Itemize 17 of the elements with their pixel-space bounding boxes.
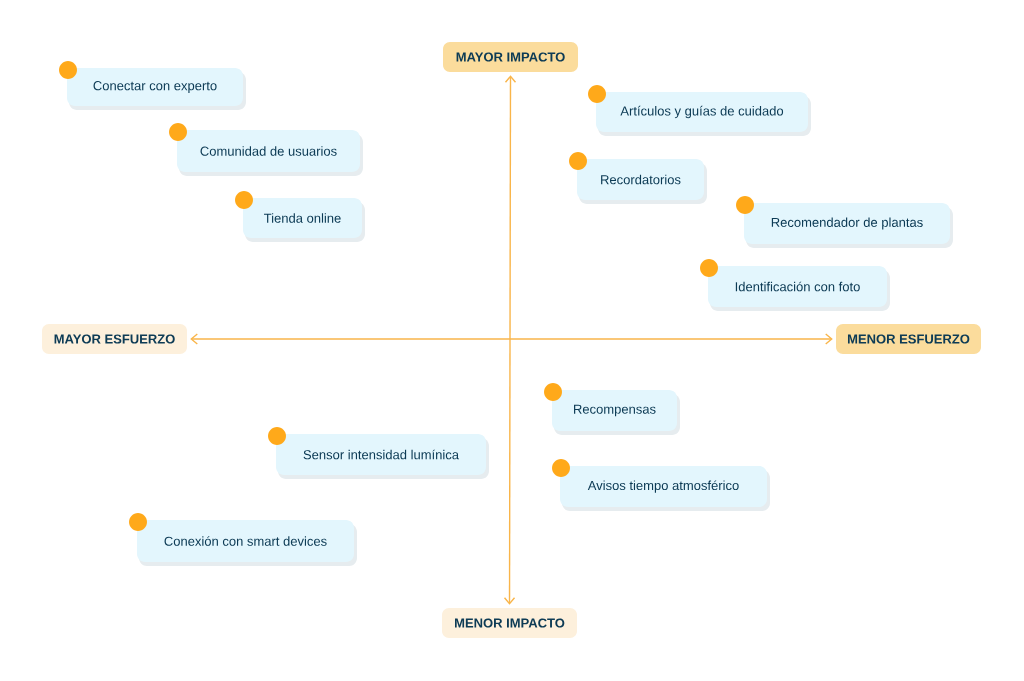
idea-card: Tienda online (235, 191, 365, 242)
idea-card: Recompensas (544, 383, 680, 435)
axis-label: MAYOR IMPACTO (443, 42, 578, 72)
axis-label: MENOR IMPACTO (442, 608, 577, 638)
axis-label: MENOR ESFUERZO (836, 324, 981, 354)
axis-arrow (503, 75, 517, 605)
idea-card: Identificación con foto (700, 259, 890, 311)
idea-card: Recomendador de plantas (736, 196, 953, 248)
idea-card: Artículos y guías de cuidado (588, 85, 811, 136)
idea-card: Avisos tiempo atmosférico (552, 459, 770, 511)
idea-card: Sensor intensidad lumínica (268, 427, 489, 479)
idea-card: Comunidad de usuarios (169, 123, 363, 176)
idea-card: Recordatorios (569, 152, 707, 204)
idea-card: Conectar con experto (59, 61, 246, 110)
axis-label: MAYOR ESFUERZO (42, 324, 187, 354)
axis-arrow (190, 333, 833, 345)
idea-card: Conexión con smart devices (129, 513, 357, 566)
